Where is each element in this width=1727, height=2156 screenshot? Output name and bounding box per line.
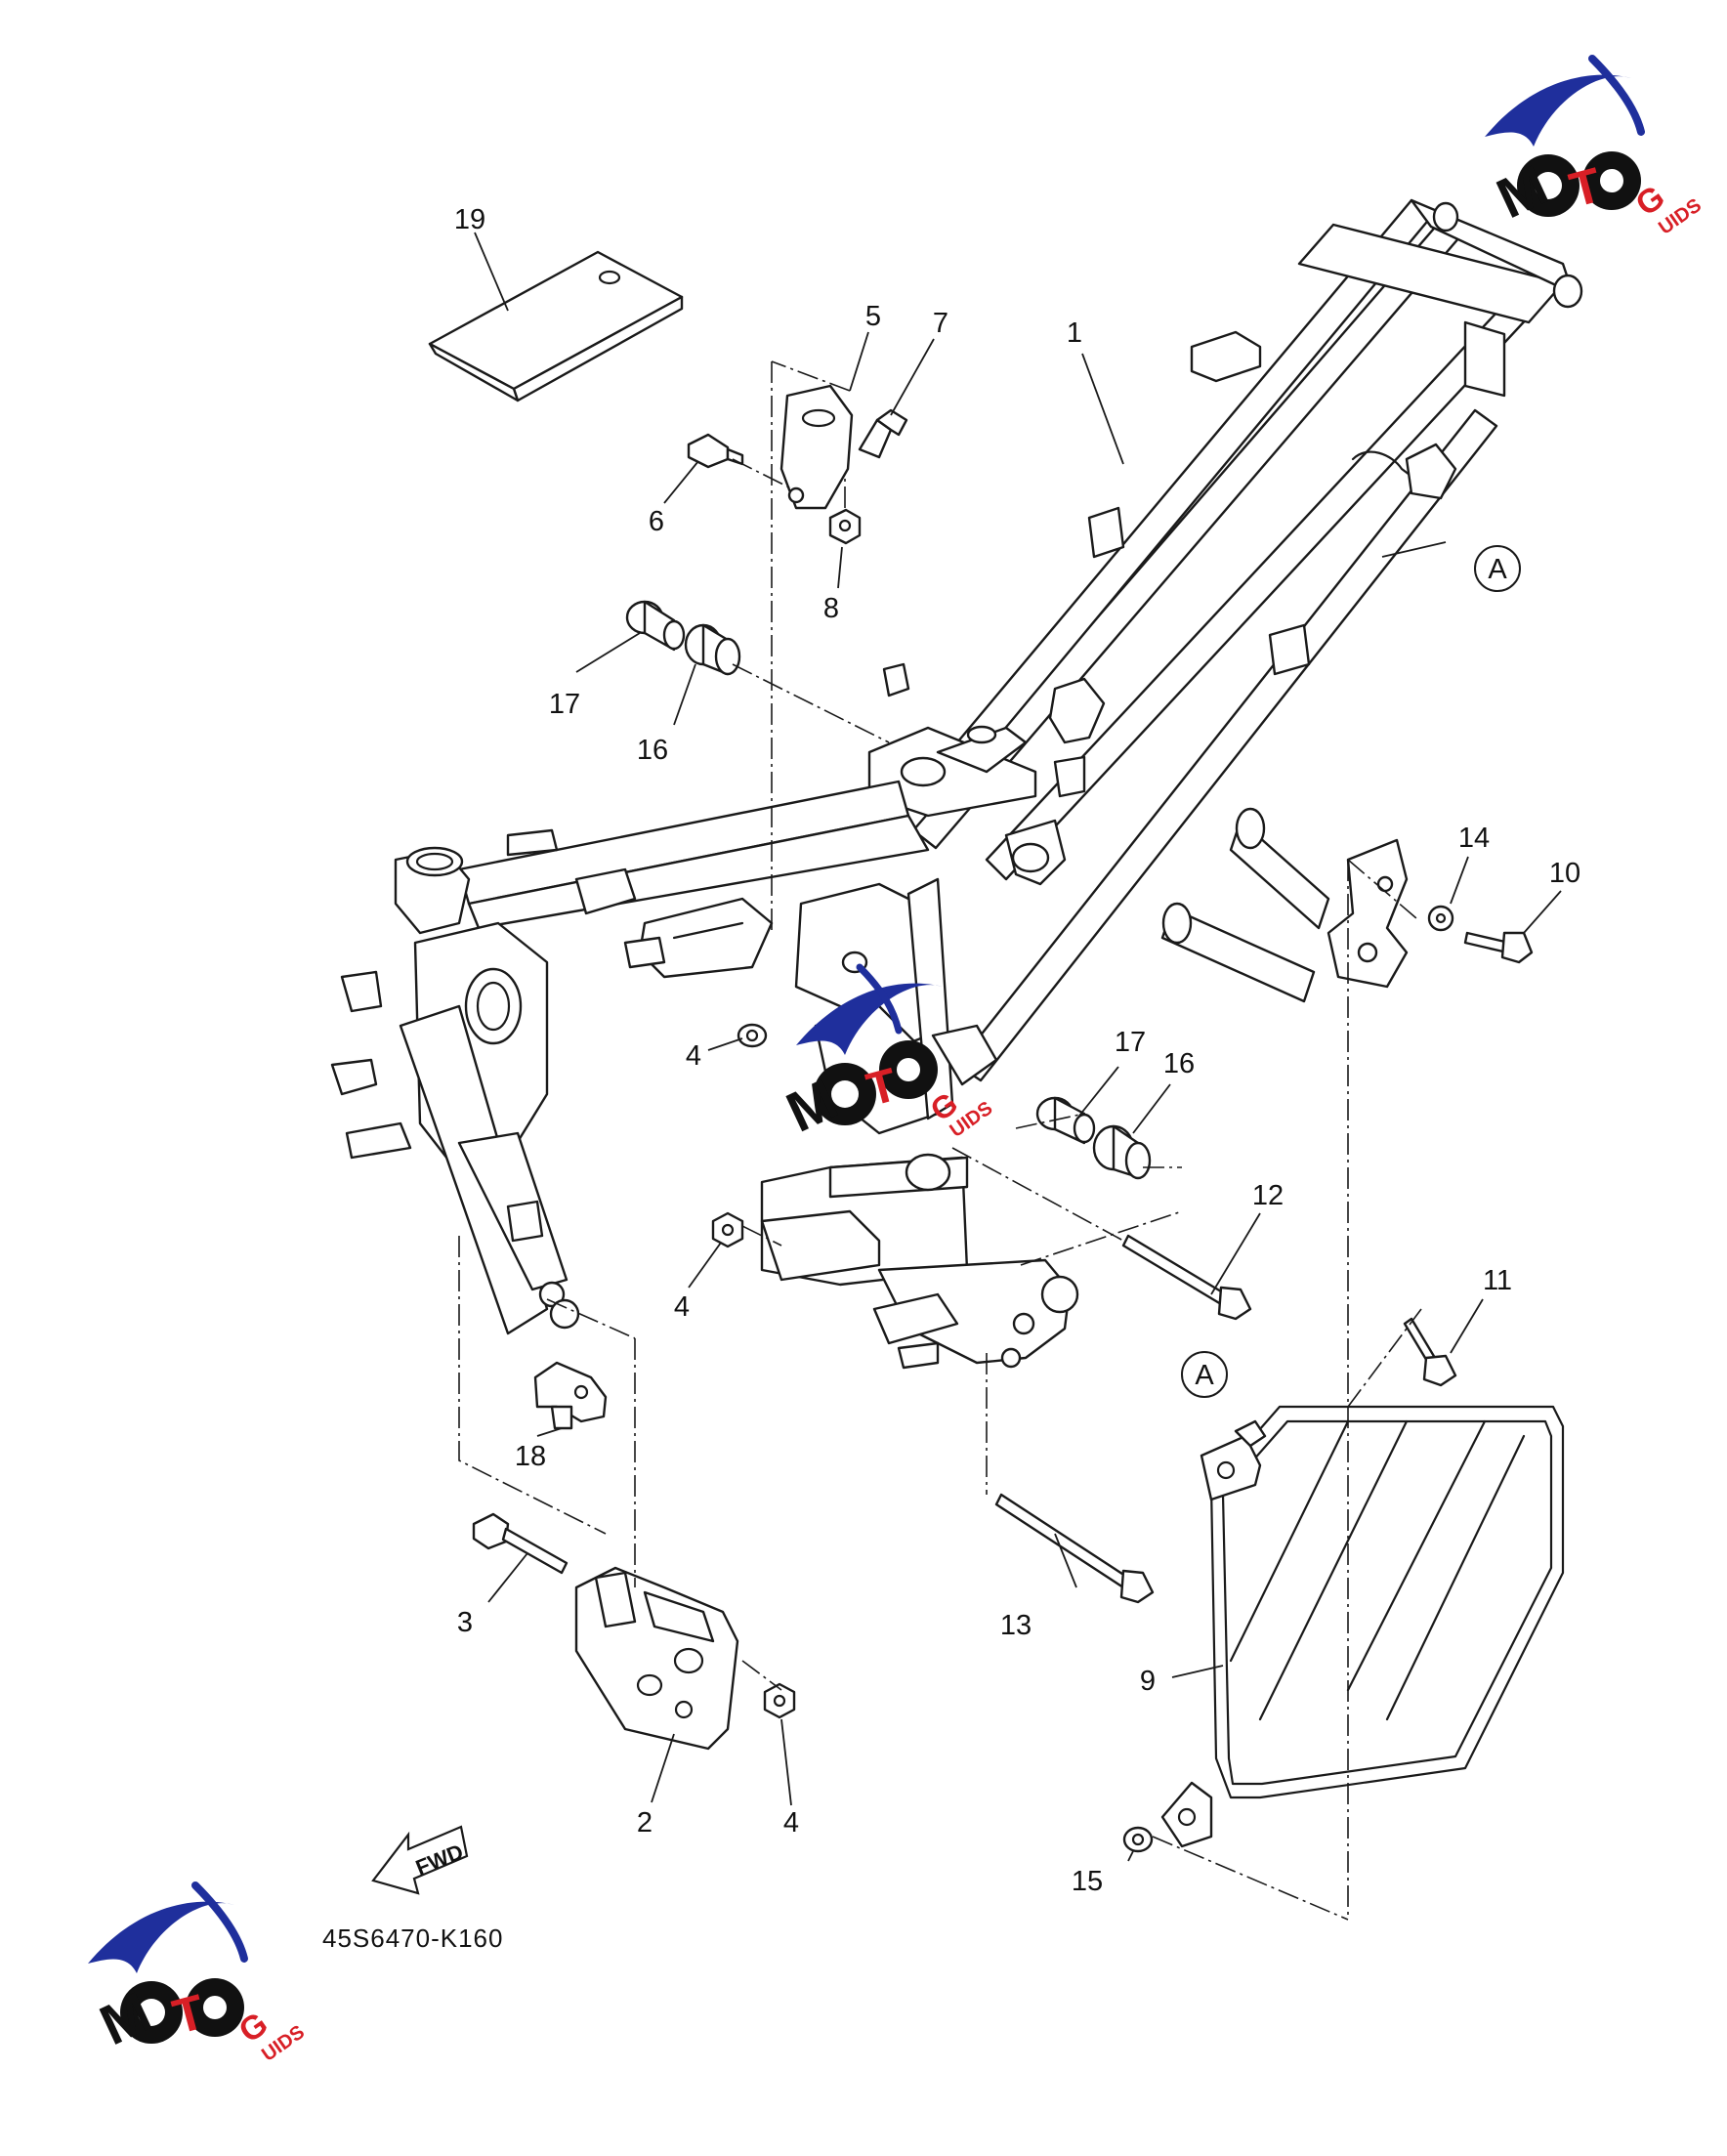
callout-labels: 19 1 5 7 6 8 17 16 14 10 17 16 4 12 4 11… — [454, 204, 1580, 1897]
callout-16-upper: 16 — [637, 735, 668, 766]
callout-12: 10 — [1549, 858, 1580, 889]
watermark-logo-top-right: M T G UIDS — [1485, 55, 1706, 239]
callout-13: 11 — [1483, 1265, 1512, 1296]
part-13-bolt — [1403, 1317, 1457, 1387]
leader-lines — [474, 232, 1562, 1862]
part-6-bolt — [687, 433, 744, 469]
callout-5: 5 — [865, 301, 881, 332]
part-16-collar-lower — [1092, 1124, 1152, 1180]
callout-8: 8 — [823, 593, 839, 624]
reference-marker-a-upper: A — [1474, 545, 1521, 592]
part-12-bolt — [1463, 931, 1534, 964]
part-17-collar-lower — [1035, 1096, 1096, 1145]
part-17-collar-upper — [625, 600, 686, 652]
part-2-guard-plate — [574, 1566, 739, 1751]
part-11-side-guard — [1160, 1405, 1565, 1848]
callout-7: 7 — [933, 308, 948, 339]
part-15-washer — [1122, 1826, 1154, 1853]
part-16-collar-upper — [684, 623, 741, 676]
part-3-bolt — [472, 1512, 569, 1575]
callout-4-b: 4 — [674, 1291, 690, 1323]
part-7-bolt — [858, 408, 908, 459]
callout-4-c: 4 — [783, 1807, 799, 1839]
part-4-nut-a — [737, 1023, 768, 1048]
part-8-nut — [828, 508, 862, 545]
part-19-label — [428, 250, 684, 402]
callout-10: 13 — [1000, 1610, 1032, 1641]
callout-15: 15 — [1072, 1866, 1103, 1897]
part-4-nut-c — [763, 1682, 796, 1719]
drawing-code: 45S6470-K160 — [322, 1923, 503, 1953]
callout-18: 18 — [515, 1441, 546, 1472]
callout-3: 3 — [457, 1607, 473, 1638]
assembly-lines — [458, 360, 1422, 1921]
callout-17-upper: 17 — [549, 689, 580, 720]
callout-1: 1 — [1067, 317, 1082, 349]
watermark-logo-bottom-left: M T G UIDS — [88, 1881, 309, 2066]
reference-marker-a-lower: A — [1181, 1351, 1228, 1398]
part-18-clip — [533, 1361, 608, 1430]
part-14-washer — [1427, 905, 1454, 932]
part-10-bolt — [994, 1493, 1155, 1604]
callout-9: 12 — [1252, 1180, 1284, 1211]
gear-icon — [1517, 151, 1641, 217]
part-9-bolt — [1121, 1234, 1252, 1321]
callout-4-a: 4 — [686, 1040, 701, 1072]
callout-14: 14 — [1458, 823, 1490, 854]
reference-marker-label: A — [1488, 554, 1507, 585]
forward-arrow: FWD — [371, 1825, 469, 1895]
callout-6: 6 — [649, 506, 664, 537]
reference-marker-label: A — [1195, 1360, 1214, 1391]
callout-16-lower: 16 — [1163, 1048, 1195, 1079]
callout-19: 19 — [454, 204, 485, 235]
gear-icon — [120, 1978, 244, 2044]
callout-2: 2 — [637, 1807, 653, 1839]
part-5-bracket — [779, 384, 854, 510]
part-4-nut-b — [711, 1211, 744, 1248]
callout-17-lower: 17 — [1115, 1027, 1146, 1058]
gear-icon — [814, 1040, 938, 1125]
callout-11: 9 — [1140, 1666, 1156, 1697]
